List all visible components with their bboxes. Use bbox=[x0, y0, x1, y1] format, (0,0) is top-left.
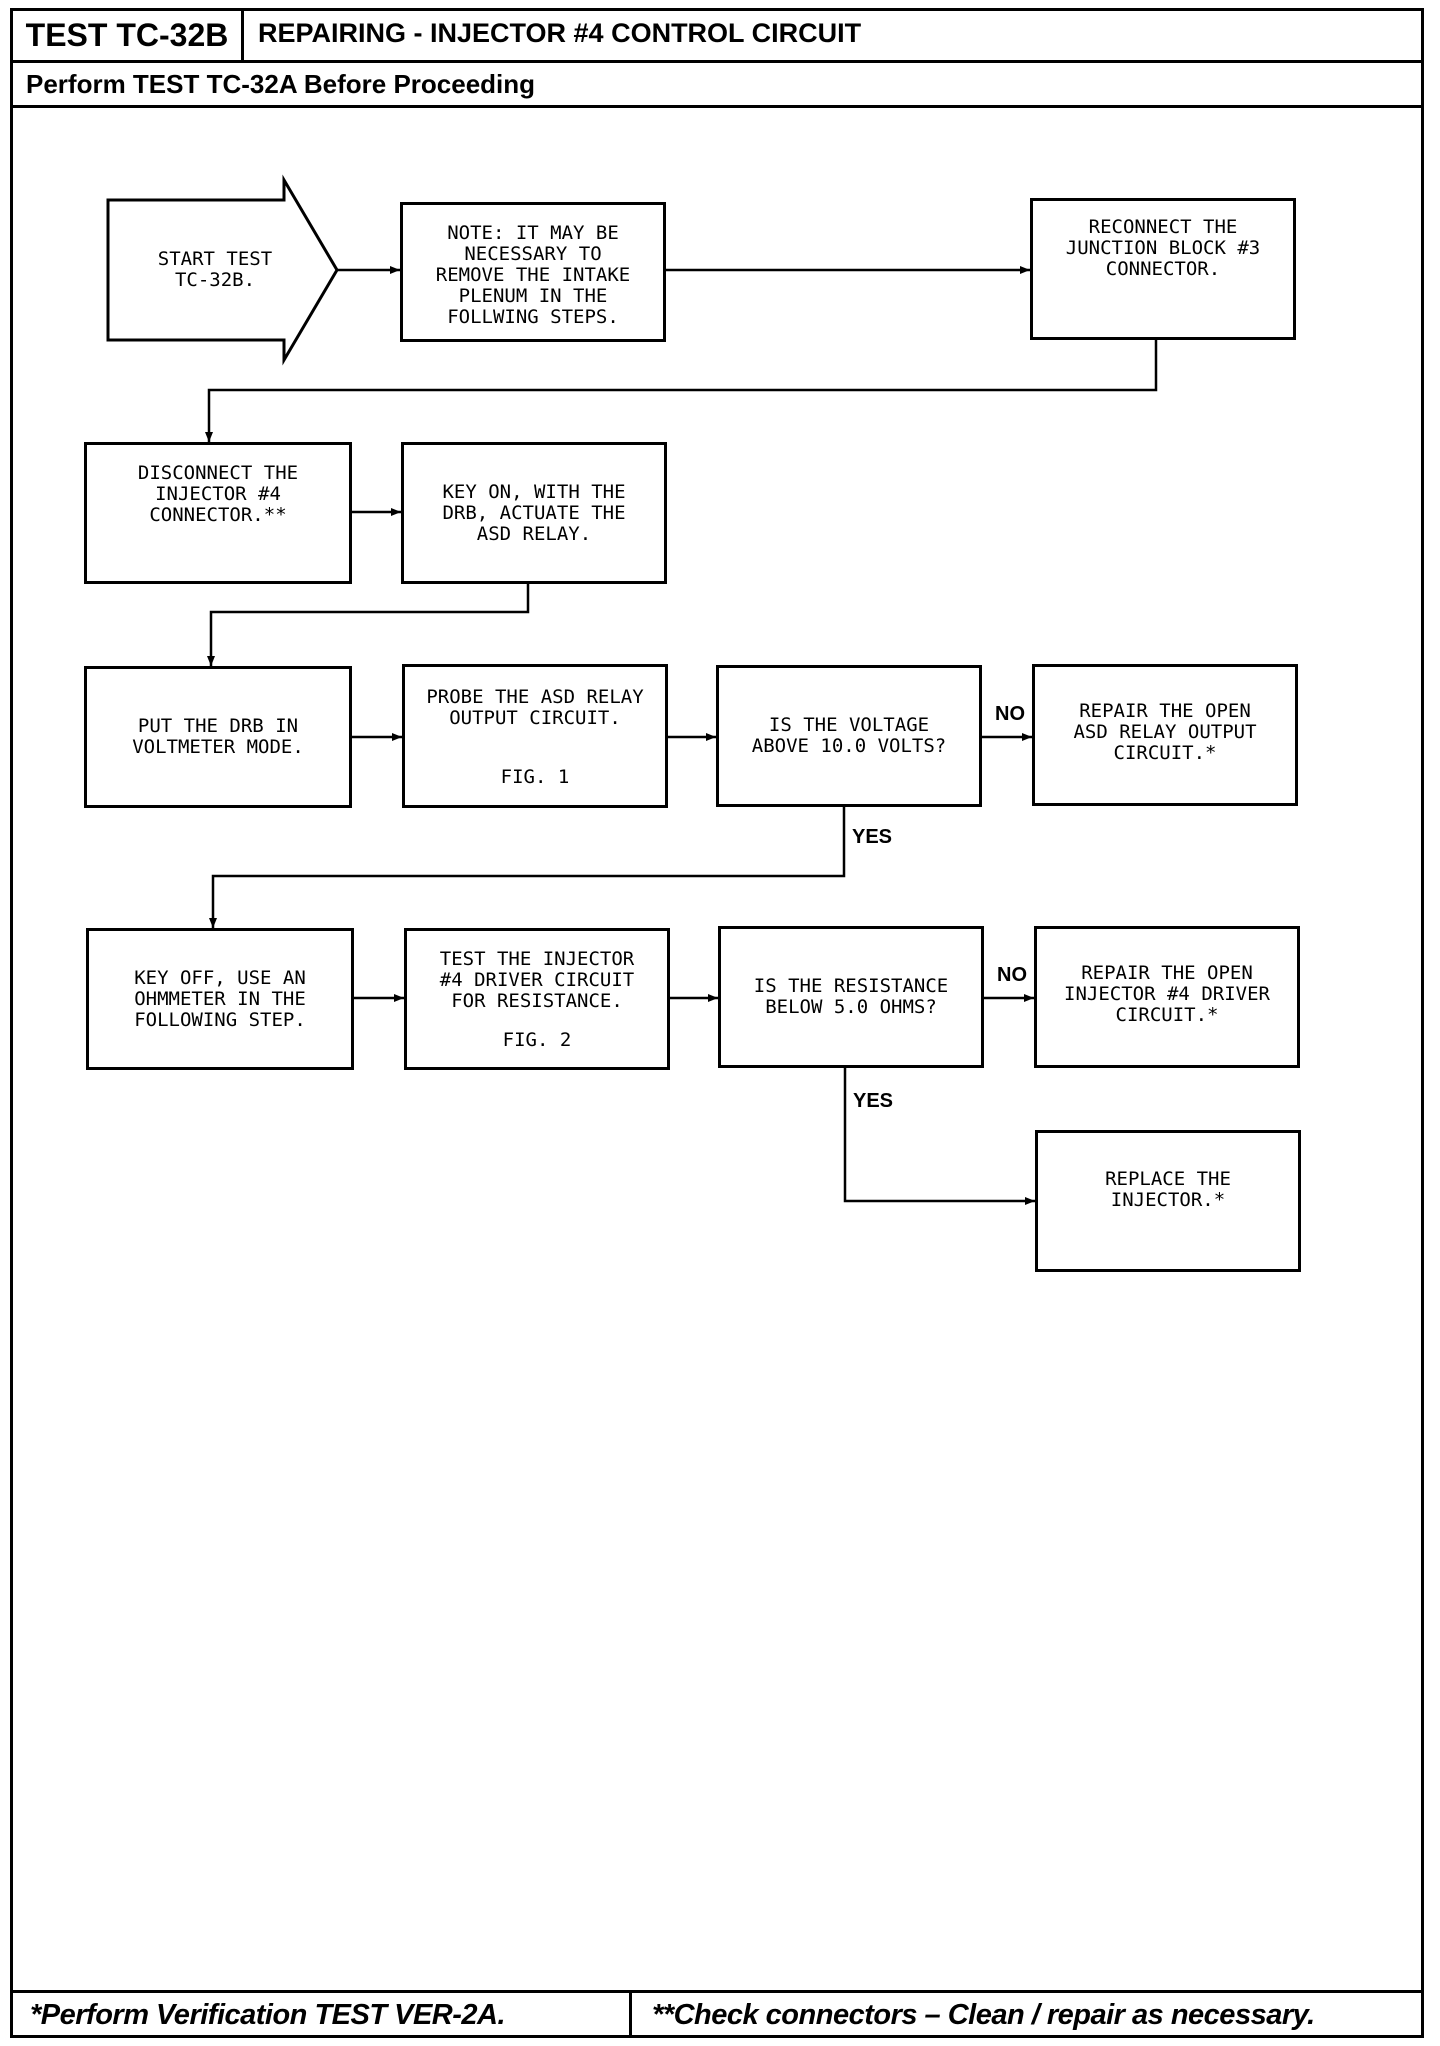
footer-note-double: **Check connectors – Clean / repair as n… bbox=[630, 1990, 1424, 2038]
step-repair-asd: REPAIR THE OPEN ASD RELAY OUTPUT CIRCUIT… bbox=[1032, 664, 1298, 806]
decision-voltage: IS THE VOLTAGE ABOVE 10.0 VOLTS? bbox=[716, 665, 982, 807]
connector-key-on-to-voltmeter bbox=[207, 582, 530, 666]
voltage-no-label: NO bbox=[995, 703, 1025, 725]
step-note: NOTE: IT MAY BE NECESSARY TO REMOVE THE … bbox=[400, 202, 666, 342]
connector-voltage-yes bbox=[209, 807, 846, 928]
step-start: START TEST TC-32B. bbox=[157, 248, 273, 291]
step-voltmeter: PUT THE DRB IN VOLTMETER MODE. bbox=[84, 666, 352, 808]
connector-reconnect-to-disconnect bbox=[205, 340, 1158, 442]
step-reconnect: RECONNECT THE JUNCTION BLOCK #3 CONNECTO… bbox=[1030, 198, 1296, 340]
step-test-injector: TEST THE INJECTOR #4 DRIVER CIRCUIT FOR … bbox=[404, 928, 670, 1070]
step-key-off: KEY OFF, USE AN OHMMETER IN THE FOLLOWIN… bbox=[86, 928, 354, 1070]
step-replace: REPLACE THE INJECTOR.* bbox=[1035, 1130, 1301, 1272]
test-id: TEST TC-32B bbox=[25, 17, 229, 53]
decision-resistance: IS THE RESISTANCE BELOW 5.0 OHMS? bbox=[718, 926, 984, 1068]
step-disconnect: DISCONNECT THE INJECTOR #4 CONNECTOR.** bbox=[84, 442, 352, 584]
start-arrow-shape bbox=[106, 174, 339, 366]
step-key-on: KEY ON, WITH THE DRB, ACTUATE THE ASD RE… bbox=[401, 442, 667, 584]
probe-fig-ref: FIG. 1 bbox=[500, 766, 570, 788]
connector-resistance-yes bbox=[843, 1068, 1035, 1205]
resistance-yes-label: YES bbox=[853, 1090, 894, 1112]
title-cell: REPAIRING - INJECTOR #4 CONTROL CIRCUIT bbox=[244, 8, 1424, 63]
voltage-yes-label: YES bbox=[852, 826, 893, 848]
page-title: REPAIRING - INJECTOR #4 CONTROL CIRCUIT bbox=[258, 18, 862, 48]
resistance-no-label: NO bbox=[997, 964, 1027, 986]
page-frame bbox=[10, 8, 1424, 2038]
step-repair-injector: REPAIR THE OPEN INJECTOR #4 DRIVER CIRCU… bbox=[1034, 926, 1300, 1068]
test-fig-ref: FIG. 2 bbox=[502, 1029, 572, 1051]
footer-note-single: *Perform Verification TEST VER-2A. bbox=[10, 1990, 632, 2038]
page-subtitle: Perform TEST TC-32A Before Proceeding bbox=[26, 68, 536, 99]
step-probe: PROBE THE ASD RELAY OUTPUT CIRCUIT. FIG.… bbox=[402, 664, 668, 808]
subtitle-cell: Perform TEST TC-32A Before Proceeding bbox=[10, 60, 1424, 108]
